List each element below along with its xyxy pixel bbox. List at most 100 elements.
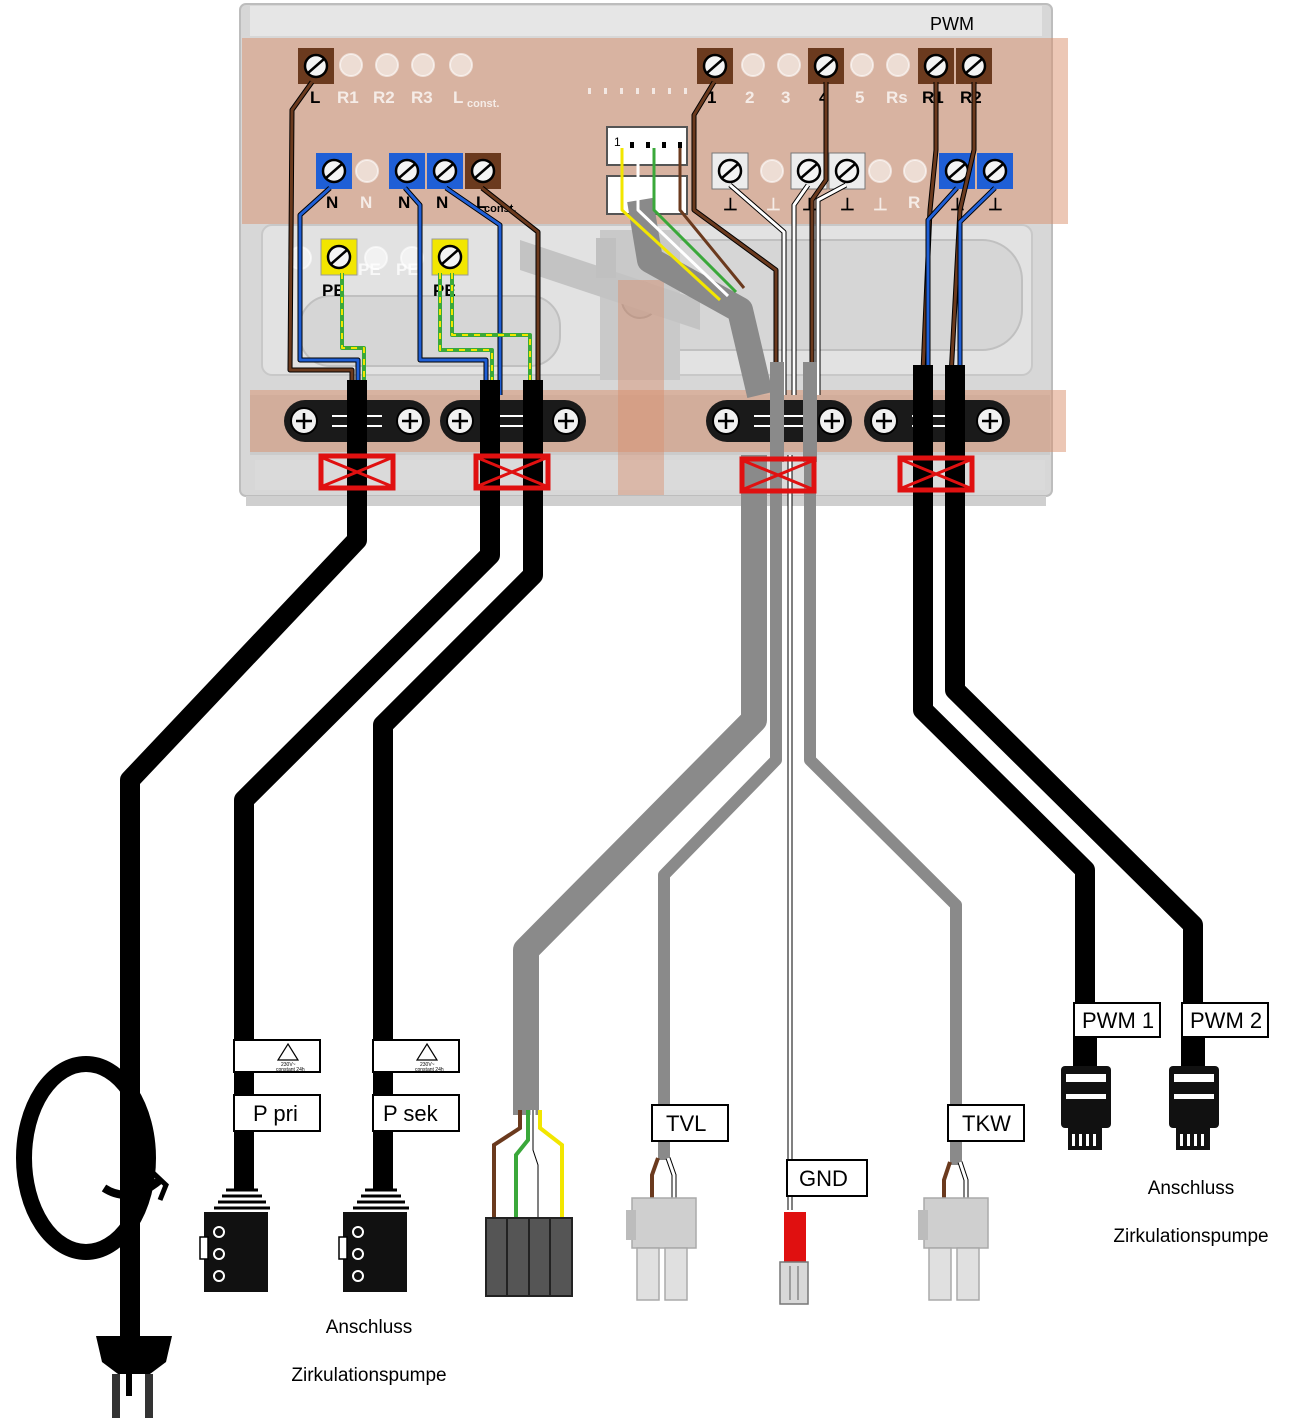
cable-tvl: [658, 455, 782, 1160]
label-5: 5: [855, 88, 864, 107]
terminal-4: [808, 48, 844, 84]
label-l-const: L: [453, 88, 463, 107]
warning-tag-pri: 230V~ constant 24h: [233, 1039, 321, 1073]
label-pe-1: PE: [322, 281, 345, 300]
tag-tvl: TVL: [651, 1104, 729, 1142]
note-right-line1: Anschluss: [1147, 1178, 1235, 1199]
label-r-mid: R: [908, 193, 920, 212]
warning-voltage-sek: 230V~: [420, 1062, 435, 1068]
tag-p-sek-text: P sek: [383, 1101, 439, 1126]
ground-symbol-5: ⊥: [873, 195, 888, 214]
pwm2-connector: [1169, 1038, 1219, 1150]
terminal-1: [697, 48, 733, 84]
gnd-connector: [779, 1212, 809, 1305]
ground-symbol-4: ⊥: [840, 195, 855, 214]
label-r2: R2: [373, 88, 395, 107]
warning-note-pri: constant 24h: [276, 1067, 305, 1073]
label-n-1: N: [326, 193, 338, 212]
label-l-mid: L: [476, 193, 486, 212]
label-pwm-r2: R2: [960, 88, 982, 107]
hazard-icon: [276, 1042, 300, 1061]
label-r1: R1: [337, 88, 359, 107]
middle-terminal-row: N N N N L const. ⊥ ⊥ ⊥ ⊥ ⊥ R ⊥ ⊥: [316, 152, 1013, 215]
terminal-n-2: [389, 153, 425, 189]
terminal-n-1: [316, 153, 352, 189]
terminal-pwm-gnd-2: [977, 153, 1013, 189]
terminal-l-const: [465, 153, 501, 189]
cable-pwm1: [913, 455, 1095, 1070]
terminal-pe-1: [320, 238, 358, 276]
cable-p-pri: [234, 455, 500, 1190]
ground-symbol-7: ⊥: [988, 195, 1003, 214]
label-r3: R3: [411, 88, 433, 107]
clamp-2: [440, 400, 586, 442]
terminal-n-3: [427, 153, 463, 189]
cable-mains: [120, 455, 367, 1340]
external-cables: [120, 362, 1203, 1340]
pin-strip: [588, 88, 687, 94]
label-pe-2: PE: [358, 260, 381, 279]
warning-voltage-pri: 230V~: [281, 1062, 296, 1068]
top-terminal-row: L R1 R2 R3 L const. 1 2 3 4 5 Rs R1 R2 P…: [298, 14, 992, 110]
label-pe-3: PE: [396, 260, 419, 279]
connector-pin-label: 1: [614, 135, 621, 149]
label-2: 2: [745, 88, 754, 107]
tag-pwm1-text: PWM 1: [1082, 1008, 1154, 1033]
tag-pwm2-text: PWM 2: [1190, 1008, 1262, 1033]
label-l: L: [310, 88, 320, 107]
pump-connector-sek: [338, 1188, 409, 1292]
tag-gnd: GND: [786, 1159, 868, 1197]
tag-tvl-text: TVL: [666, 1111, 706, 1136]
tag-p-pri: P pri: [233, 1094, 321, 1132]
tag-tkw-text: TKW: [962, 1111, 1011, 1136]
cable-tkw: [804, 455, 962, 1165]
cable-sensor-ribbon: [513, 455, 767, 1115]
tvl-sensor-connector: [626, 1157, 697, 1301]
note-left-line2: Zirkulationspumpe: [291, 1365, 447, 1386]
note-left-line1: Anschluss: [325, 1317, 413, 1338]
label-n-pale: N: [360, 193, 372, 212]
pwm1-connector: [1061, 1038, 1111, 1150]
tag-tkw: TKW: [947, 1104, 1025, 1142]
terminal-gnd-3: [828, 152, 866, 190]
tag-pwm2: PWM 2: [1181, 1002, 1269, 1038]
pe-terminal-row: PE PE PE PE: [288, 238, 469, 300]
ribbon-green: [652, 148, 738, 294]
warning-tag-sek: 230V~ constant 24h: [372, 1039, 460, 1073]
ground-symbol-1: ⊥: [723, 195, 738, 214]
terminal-pe-2: [431, 238, 469, 276]
ground-symbol-2: ⊥: [766, 195, 781, 214]
label-3: 3: [781, 88, 790, 107]
sensor-ribbon-connector: [485, 1110, 573, 1297]
tag-p-pri-text: P pri: [253, 1101, 298, 1126]
warning-note-sek: constant 24h: [415, 1067, 444, 1073]
cable-p-sek: [373, 455, 543, 1190]
note-right-line2: Zirkulationspumpe: [1113, 1226, 1269, 1247]
hazard-icon: [415, 1042, 439, 1061]
tag-p-sek: P sek: [372, 1094, 460, 1132]
ribbon-white: [636, 148, 730, 298]
clamp-4: [864, 400, 1010, 442]
ribbon-yellow: [620, 148, 722, 302]
label-rs: Rs: [886, 88, 908, 107]
internal-wires: [287, 80, 997, 398]
pwm-header-label: PWM: [930, 14, 974, 34]
label-pwm-r1: R1: [922, 88, 944, 107]
mains-plug: [16, 1056, 172, 1418]
label-n-2: N: [398, 193, 410, 212]
cable-pwm2: [945, 455, 1203, 1070]
terminal-pwm-r2: [956, 48, 992, 84]
terminal-l: [298, 48, 334, 84]
tkw-sensor-connector: [918, 1161, 989, 1301]
label-1: 1: [707, 88, 716, 107]
pump-connector-pri: [199, 1188, 270, 1292]
ribbon-brown: [678, 148, 746, 289]
label-n-3: N: [436, 193, 448, 212]
sensor-connector: 1: [606, 126, 688, 215]
terminal-pwm-r1: [918, 48, 954, 84]
tag-pwm1: PWM 1: [1073, 1002, 1161, 1038]
label-const-top: const.: [467, 98, 499, 110]
terminal-gnd-1: [711, 152, 749, 190]
tag-gnd-text: GND: [799, 1166, 848, 1191]
